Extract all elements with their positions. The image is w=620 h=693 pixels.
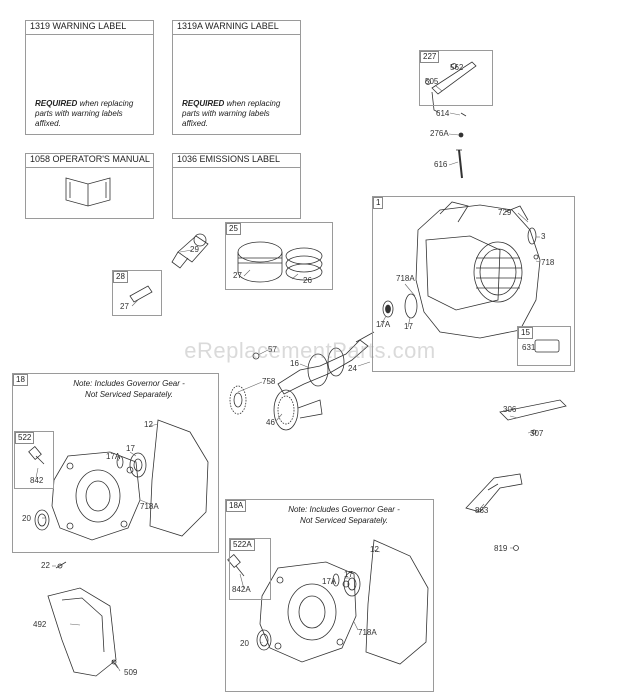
callout-3: 3	[541, 232, 546, 241]
callout-12-18a: 12	[370, 545, 379, 554]
note-line-1: Note: Includes Governor Gear -	[73, 379, 185, 388]
watermark: eReplacementParts.com	[184, 338, 436, 363]
required-text: when replacing parts with warning labels…	[182, 99, 281, 128]
panel-piston-25: 25	[225, 222, 333, 290]
panel-15: 15	[517, 326, 571, 366]
callout-24: 24	[348, 364, 357, 373]
header-divider	[173, 167, 300, 168]
callout-17-top: 17	[404, 322, 413, 331]
callout-17-18: 17	[126, 444, 135, 453]
callout-25: 25	[226, 223, 241, 235]
note-line-2: Not Serviced Separately.	[300, 516, 388, 525]
callout-505: 505	[425, 77, 439, 86]
panel-governor-227: 227	[419, 50, 493, 106]
callout-307: 307	[530, 429, 544, 438]
panel-522: 522	[14, 431, 54, 489]
callout-1: 1	[373, 197, 384, 209]
callout-509: 509	[124, 668, 138, 677]
callout-12-18: 12	[144, 420, 153, 429]
panel-emissions-label: 1036 EMISSIONS LABEL	[172, 153, 301, 219]
callout-492: 492	[33, 620, 47, 629]
callout-616: 616	[434, 160, 448, 169]
panel-crankcase-18: 18 Note: Includes Governor Gear - Not Se…	[12, 373, 219, 553]
callout-306: 306	[503, 405, 517, 414]
callout-718a-top: 718A	[396, 274, 415, 283]
callout-718-top: 718	[541, 258, 555, 267]
governor-note: Note: Includes Governor Gear - Not Servi…	[258, 504, 430, 526]
required-note: REQUIRED when replacing parts with warni…	[182, 99, 297, 129]
callout-16: 16	[290, 359, 299, 368]
note-line-2: Not Serviced Separately.	[85, 390, 173, 399]
panel-crankcase-18a: 18A Note: Includes Governor Gear - Not S…	[225, 499, 434, 692]
panel-title: 1058 OPERATOR'S MANUAL	[30, 154, 150, 164]
callout-20-18a: 20	[240, 639, 249, 648]
panel-title: 1319A WARNING LABEL	[177, 21, 279, 31]
callout-27-piston: 27	[233, 271, 242, 280]
panel-engine-block-1: 1	[372, 196, 575, 372]
callout-17-18a: 17	[344, 570, 353, 579]
callout-26: 26	[303, 276, 312, 285]
panel-operators-manual: 1058 OPERATOR'S MANUAL	[25, 153, 154, 219]
callout-562: 562	[450, 63, 464, 72]
manual-book-art	[65, 177, 111, 207]
panel-title: 1319 WARNING LABEL	[30, 21, 127, 31]
callout-819: 819	[494, 544, 508, 553]
panel-piston-pin-28: 28	[112, 270, 162, 316]
panel-warning-label-1319: 1319 WARNING LABEL WARNING REQUIRED when…	[25, 20, 154, 135]
governor-note: Note: Includes Governor Gear - Not Servi…	[43, 378, 215, 400]
callout-18a: 18A	[226, 500, 247, 512]
callout-614: 614	[436, 109, 450, 118]
callout-863: 863	[475, 506, 489, 515]
callout-18: 18	[13, 374, 28, 386]
callout-522a: 522A	[230, 539, 255, 551]
required-note: REQUIRED when replacing parts with warni…	[35, 99, 150, 129]
callout-522: 522	[15, 432, 35, 444]
callout-17a-18a: 17A	[322, 577, 337, 586]
callout-842: 842	[30, 476, 44, 485]
callout-17a-18: 17A	[106, 452, 121, 461]
callout-29: 29	[190, 245, 199, 254]
callout-15: 15	[518, 327, 533, 339]
required-text: when replacing parts with warning labels…	[35, 99, 134, 128]
callout-27-pin: 27	[120, 302, 129, 311]
callout-22: 22	[41, 561, 50, 570]
callout-46: 46	[266, 418, 275, 427]
callout-17a-top: 17A	[376, 320, 391, 329]
required-word: REQUIRED	[35, 99, 78, 108]
callout-758: 758	[262, 377, 276, 386]
callout-631: 631	[522, 343, 536, 352]
header-divider	[173, 34, 300, 35]
callout-729: 729	[498, 208, 512, 217]
panel-title: 1036 EMISSIONS LABEL	[177, 154, 281, 164]
callout-718a-18a: 718A	[358, 628, 377, 637]
panel-522a: 522A	[229, 538, 271, 600]
callout-28: 28	[113, 271, 128, 283]
header-divider	[26, 34, 153, 35]
callout-20-18: 20	[22, 514, 31, 523]
header-divider	[26, 167, 153, 168]
callout-227: 227	[420, 51, 440, 63]
sticker-heading: WARNING	[72, 41, 115, 50]
callout-276a: 276A	[430, 129, 449, 138]
callout-842a: 842A	[232, 585, 251, 594]
panel-warning-label-1319a: 1319A WARNING LABEL REQUIRED when replac…	[172, 20, 301, 135]
callout-718a-18: 718A	[140, 502, 159, 511]
required-word: REQUIRED	[182, 99, 225, 108]
note-line-1: Note: Includes Governor Gear -	[288, 505, 400, 514]
callout-57: 57	[268, 345, 277, 354]
